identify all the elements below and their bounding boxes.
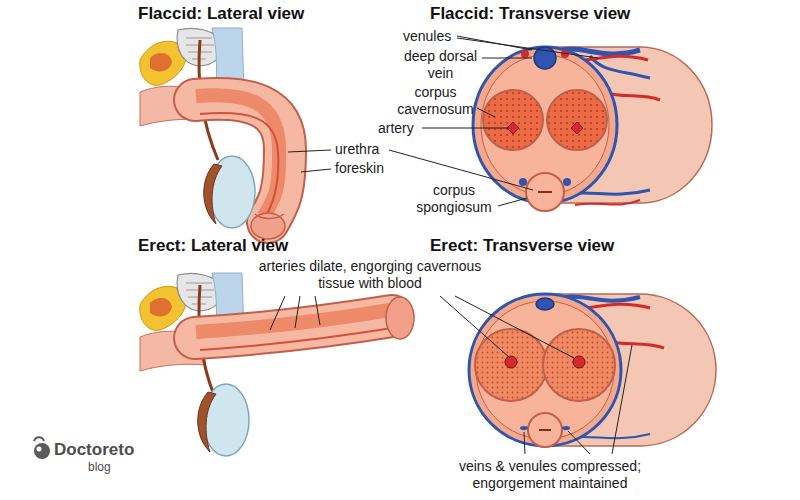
leader-lines xyxy=(315,296,320,325)
watermark: blog xyxy=(88,460,111,474)
leader-lines xyxy=(524,432,525,454)
erect-transverse-figure xyxy=(505,356,517,368)
erect-transverse-figure xyxy=(543,329,615,401)
erect-lateral-figure xyxy=(140,273,414,456)
panel-heading: Flaccid: Transverse view xyxy=(430,4,690,24)
leader-lines xyxy=(498,198,527,206)
erect-lateral-figure xyxy=(200,328,392,350)
leader-lines xyxy=(270,296,285,330)
part-label: artery xyxy=(378,120,428,137)
callout-note: arteries dilate, engorging cavernous tis… xyxy=(250,258,490,292)
flaccid-transverse-figure xyxy=(563,178,571,186)
flaccid-transverse-figure xyxy=(547,90,607,150)
leader-lines xyxy=(568,431,590,454)
flaccid-transverse-figure xyxy=(473,47,712,211)
erect-lateral-figure xyxy=(196,310,390,332)
part-label: deep dorsal vein xyxy=(398,48,483,82)
part-label: corpus spongiosum xyxy=(408,182,500,216)
watermark-logo xyxy=(37,447,42,452)
erect-transverse-figure xyxy=(573,356,585,368)
flaccid-transverse-figure xyxy=(575,200,640,205)
leader-lines xyxy=(477,108,495,117)
leader-lines xyxy=(455,296,574,358)
flaccid-transverse-figure xyxy=(526,173,564,211)
panel-heading: Flaccid: Lateral view xyxy=(138,4,378,24)
erect-transverse-figure xyxy=(562,426,570,430)
panel-heading: Erect: Transverse view xyxy=(430,236,690,256)
part-label: venules xyxy=(403,28,463,45)
watermark-logo xyxy=(34,443,50,459)
erect-transverse-figure xyxy=(528,413,562,447)
part-label: urethra xyxy=(335,141,390,158)
leader-lines xyxy=(301,169,331,172)
flaccid-lateral-figure xyxy=(204,164,222,224)
watermark-logo xyxy=(34,437,44,441)
erect-lateral-figure xyxy=(386,297,414,339)
leader-lines xyxy=(482,58,532,59)
leader-lines xyxy=(288,150,331,152)
flaccid-transverse-figure xyxy=(521,50,529,58)
part-label: foreskin xyxy=(335,160,400,177)
flaccid-transverse-figure xyxy=(483,90,543,150)
part-label: corpus cavernosum xyxy=(393,84,478,118)
erect-transverse-figure xyxy=(469,294,716,447)
flaccid-transverse-figure xyxy=(519,178,527,186)
flaccid-transverse-figure xyxy=(507,122,583,134)
flaccid-lateral-figure xyxy=(140,28,285,239)
flaccid-lateral-figure xyxy=(255,214,284,219)
watermark: Doctoreto xyxy=(54,440,134,460)
panel-heading: Erect: Lateral view xyxy=(138,236,378,256)
flaccid-transverse-figure xyxy=(538,191,552,193)
leader-lines xyxy=(295,296,300,328)
watermark-logo xyxy=(34,437,50,459)
leader-lines xyxy=(440,296,510,358)
erect-transverse-figure xyxy=(520,426,528,430)
leader-lines xyxy=(422,128,509,129)
erect-transverse-figure xyxy=(469,294,621,446)
leader-lines xyxy=(612,345,632,454)
leader-lines xyxy=(457,38,598,58)
flaccid-lateral-figure xyxy=(251,213,285,239)
erect-lateral-figure xyxy=(198,392,216,452)
erect-transverse-figure xyxy=(539,429,551,431)
erect-transverse-figure xyxy=(536,298,554,310)
callout-note: veins & venules compressed; engorgement … xyxy=(440,458,660,492)
erect-transverse-figure xyxy=(475,329,547,401)
